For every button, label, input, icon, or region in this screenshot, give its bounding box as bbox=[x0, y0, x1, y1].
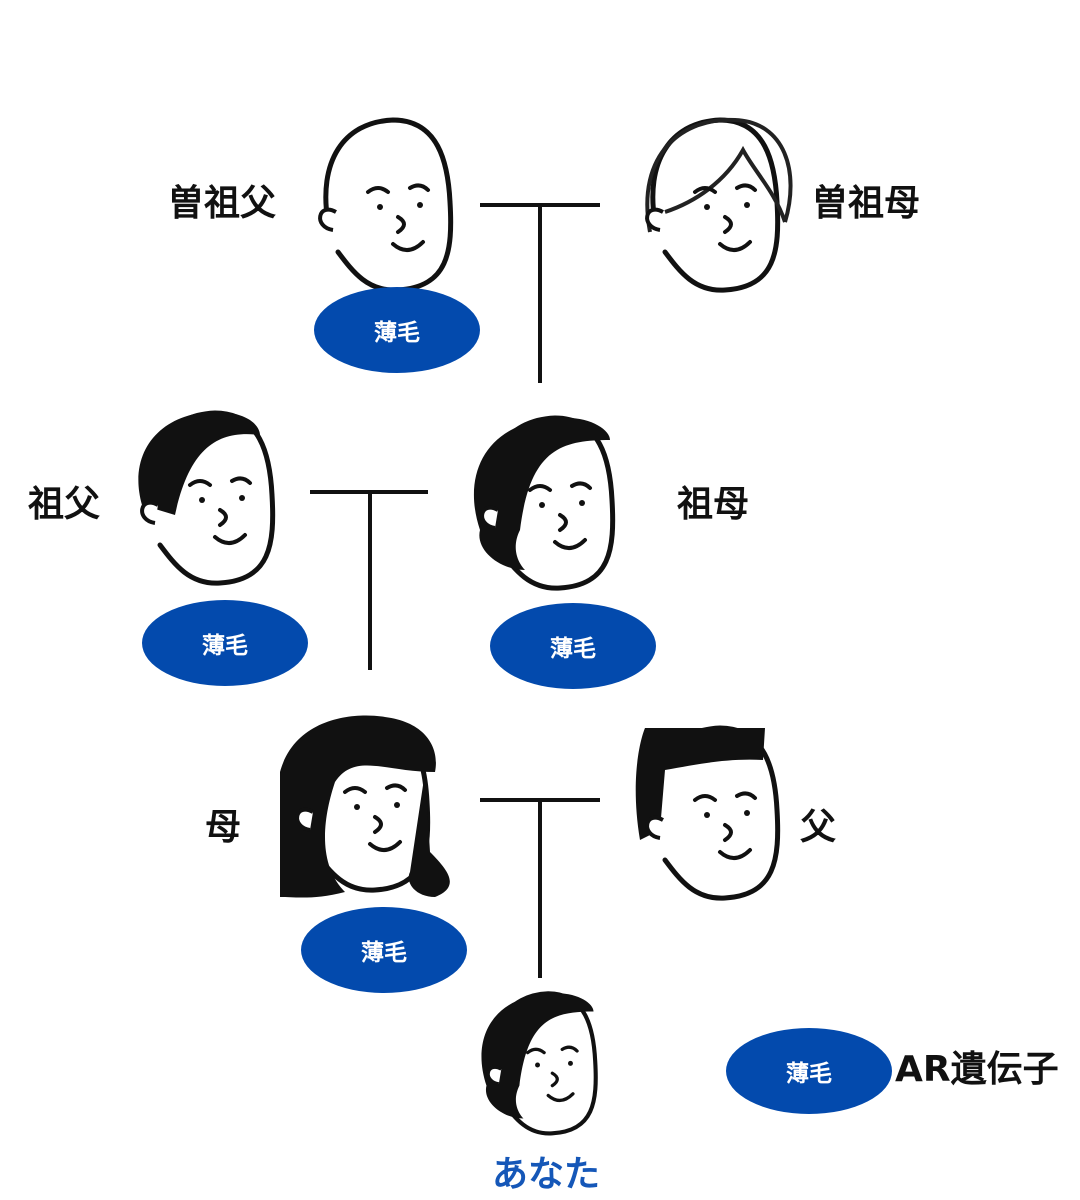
face-drawing bbox=[280, 715, 450, 898]
descent-line-great-grandparents bbox=[538, 203, 542, 383]
great-grandmother-face bbox=[625, 112, 795, 302]
face-drawing bbox=[318, 117, 454, 293]
father-face bbox=[625, 720, 795, 910]
descent-line-parents bbox=[538, 798, 542, 978]
face-drawing bbox=[138, 410, 276, 586]
great-grandfather-trait-badge: 薄毛 bbox=[314, 287, 480, 373]
face-drawing bbox=[635, 725, 781, 901]
grandmother-face bbox=[460, 410, 630, 600]
grandmother-label: 祖母 bbox=[677, 484, 750, 525]
father-label: 父 bbox=[800, 807, 837, 848]
great-grandfather-face bbox=[298, 112, 468, 302]
face-drawing bbox=[481, 991, 598, 1136]
you-face bbox=[470, 985, 610, 1145]
grandfather-label: 祖父 bbox=[28, 484, 101, 525]
legend-text: AR遺伝子 bbox=[895, 1049, 1059, 1090]
great-grandfather-label: 曽祖父 bbox=[168, 183, 277, 224]
mother-trait-badge: 薄毛 bbox=[301, 907, 467, 993]
mother-label: 母 bbox=[205, 807, 242, 848]
grandmother-trait-badge: 薄毛 bbox=[490, 603, 656, 689]
great-grandmother-label: 曽祖母 bbox=[812, 183, 921, 224]
grandfather-trait-badge: 薄毛 bbox=[142, 600, 308, 686]
face-drawing bbox=[645, 117, 793, 293]
face-drawing bbox=[473, 415, 616, 591]
legend-trait-badge: 薄毛 bbox=[726, 1028, 892, 1114]
mother-face bbox=[275, 712, 450, 902]
grandfather-face bbox=[120, 405, 290, 595]
you-label: あなた bbox=[492, 1154, 601, 1195]
descent-line-grandparents bbox=[368, 490, 372, 670]
